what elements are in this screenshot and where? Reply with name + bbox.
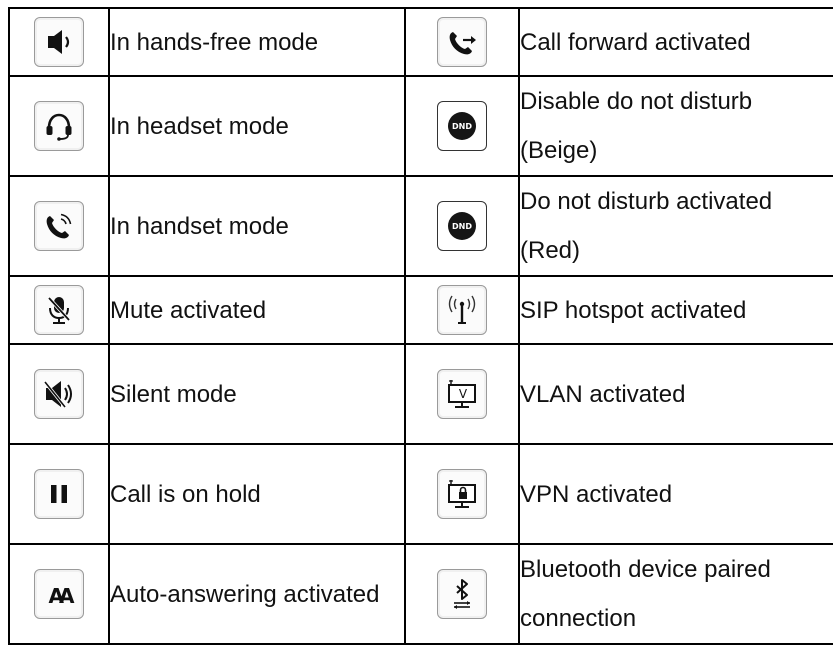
description-label: VPN activated	[518, 443, 833, 545]
description-label: Do not disturb activated (Red)	[518, 175, 833, 277]
handset-icon	[34, 201, 84, 251]
vlan-icon: V	[437, 369, 487, 419]
description-label: Call forward activated	[518, 7, 833, 77]
table-row: Mute activated SIP hotspot activated	[8, 275, 833, 345]
description-label: VLAN activated	[518, 343, 833, 445]
table-row: Silent mode V VLAN activated	[8, 343, 833, 445]
description-label: In handset mode	[108, 175, 406, 277]
dnd-badge-label: DND	[452, 122, 472, 131]
table-row: Call is on hold VPN activated	[8, 443, 833, 545]
table-row: AA Auto-answering activated Bluetooth de…	[8, 543, 833, 645]
dnd-red-icon: DND	[437, 201, 487, 251]
description-label: Auto-answering activated	[108, 543, 406, 645]
dnd-badge-label: DND	[452, 222, 472, 231]
icon-legend-table: In hands-free mode Call forward activate…	[8, 7, 833, 645]
headset-icon	[34, 101, 84, 151]
description-label: Bluetooth device paired connection	[518, 543, 833, 645]
description-label: Silent mode	[108, 343, 406, 445]
silent-speaker-icon	[34, 369, 84, 419]
description-label: In headset mode	[108, 75, 406, 177]
dnd-beige-icon: DND	[437, 101, 487, 151]
description-label: Call is on hold	[108, 443, 406, 545]
auto-answer-icon: AA	[34, 569, 84, 619]
vlan-badge-label: V	[459, 387, 468, 401]
sip-hotspot-icon	[437, 285, 487, 335]
description-label: In hands-free mode	[108, 7, 406, 77]
vpn-icon	[437, 469, 487, 519]
mute-icon	[34, 285, 84, 335]
bluetooth-icon	[437, 569, 487, 619]
description-label: Mute activated	[108, 275, 406, 345]
table-row: In handset mode DND Do not disturb activ…	[8, 175, 833, 277]
description-label: SIP hotspot activated	[518, 275, 833, 345]
table-row: In hands-free mode Call forward activate…	[8, 7, 833, 77]
hold-pause-icon	[34, 469, 84, 519]
hands-free-speaker-icon	[34, 17, 84, 67]
description-label: Disable do not disturb (Beige)	[518, 75, 833, 177]
auto-answer-badge-label: AA	[49, 584, 75, 608]
call-forward-icon	[437, 17, 487, 67]
table-row: In headset mode DND Disable do not distu…	[8, 75, 833, 177]
